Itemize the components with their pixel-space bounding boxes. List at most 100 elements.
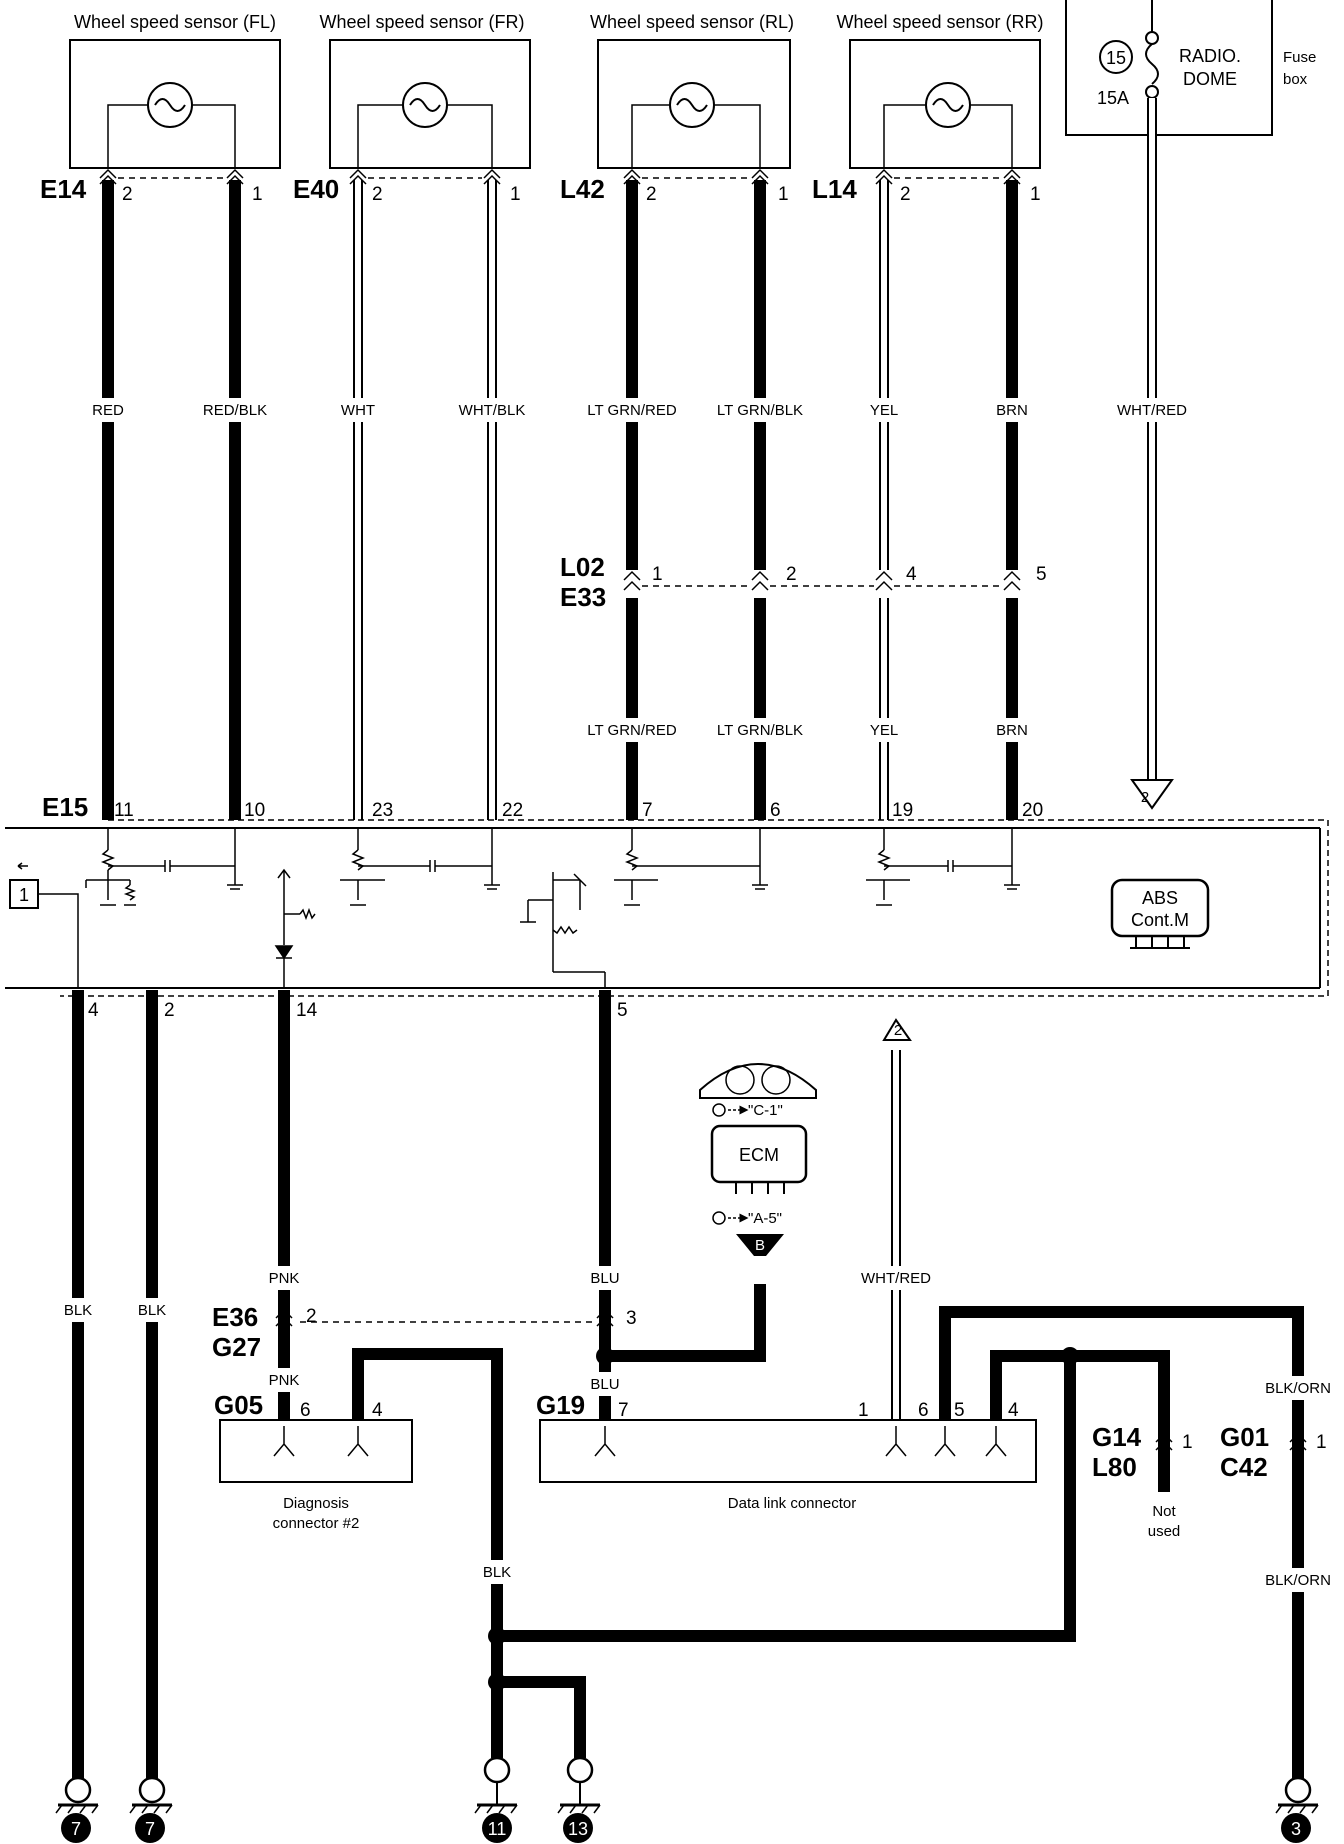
- connector-e36-chevrons: [275, 1308, 1307, 1451]
- pin-label: 4: [1008, 1400, 1019, 1421]
- splice-b: B: [755, 1237, 765, 1254]
- wire-label: BLK/ORN: [1265, 1380, 1331, 1397]
- eye-icon: [712, 1103, 726, 1117]
- sensor-rr: Wheel speed sensor (RR): [836, 12, 1044, 169]
- wire-label: YEL: [870, 722, 898, 739]
- ground-4: 13: [557, 1756, 601, 1843]
- pin-label: 1: [510, 184, 521, 205]
- pin-label: 1: [652, 564, 663, 585]
- connector-l14: L14: [812, 174, 857, 204]
- sensor-fr-title: Wheel speed sensor (FR): [319, 12, 524, 32]
- connector-e14: E14: [40, 174, 87, 204]
- ground-1: 7: [55, 1776, 99, 1843]
- pin-label: 1: [1316, 1432, 1327, 1453]
- connector-g05: G05: [214, 1390, 263, 1420]
- pin-label: 22: [502, 800, 523, 821]
- wire-label: BLK: [483, 1564, 511, 1581]
- connector-e33: E33: [560, 582, 606, 612]
- connector-g19: G19: [536, 1390, 585, 1420]
- pin-label: 1: [1030, 184, 1041, 205]
- abs-label-line1: ABS: [1142, 888, 1178, 908]
- connector-c42: C42: [1220, 1452, 1268, 1482]
- connector-g14: G14: [1092, 1422, 1142, 1452]
- connector-l42: L42: [560, 174, 605, 204]
- wire-color-labels-bottom: BLK BLK PNK BLU WHT/RED PNK BLU BLK BLK/…: [56, 1266, 1336, 1592]
- sensor-rl: Wheel speed sensor (RL): [590, 12, 794, 169]
- pin-label: 5: [617, 1000, 628, 1021]
- wire-label: WHT: [341, 402, 375, 419]
- wire-label: BRN: [996, 722, 1028, 739]
- ground-1-label: 7: [71, 1819, 81, 1839]
- wire-label: WHT/BLK: [459, 402, 526, 419]
- instrument-cluster-icon: [699, 1063, 817, 1099]
- fuse-box-line1: Fuse: [1283, 49, 1316, 66]
- pin-label: 23: [372, 800, 393, 821]
- ref-box-label: 1: [19, 885, 29, 905]
- splice-dot: [1061, 1347, 1079, 1365]
- ref-ecm: "A-5": [748, 1210, 782, 1227]
- sensor-rl-title: Wheel speed sensor (RL): [590, 12, 794, 32]
- pin-label: 2: [122, 184, 133, 205]
- wire-label: BLU: [590, 1376, 619, 1393]
- abs-label-line2: Cont.M: [1131, 910, 1189, 930]
- connector-e40: E40: [293, 174, 339, 204]
- wire-label: LT GRN/RED: [587, 722, 677, 739]
- diagnosis-connector: Diagnosis connector #2: [219, 1419, 413, 1532]
- not-used-line1: Not: [1152, 1503, 1176, 1520]
- wire-label: LT GRN/BLK: [717, 402, 803, 419]
- pin-label: 6: [770, 800, 781, 821]
- ground-5: 3: [1275, 1776, 1319, 1843]
- wire-label: BLK: [64, 1302, 92, 1319]
- fuse-box-line2: box: [1283, 71, 1308, 88]
- wire-label: RED: [92, 402, 124, 419]
- pin-label: 1: [778, 184, 789, 205]
- dlc-label: Data link connector: [728, 1495, 856, 1512]
- sensor-fr: Wheel speed sensor (FR): [319, 12, 531, 169]
- wire-color-labels-top: RED RED/BLK WHT WHT/BLK LT GRN/RED LT GR…: [80, 398, 1196, 422]
- ground-3-label: 11: [488, 1819, 507, 1839]
- pin-label: 2: [306, 1306, 317, 1327]
- sensor-fl: Wheel speed sensor (FL): [69, 12, 281, 169]
- ref-cluster: "C-1": [748, 1102, 783, 1119]
- connector-l80: L80: [1092, 1452, 1137, 1482]
- pin-label: 4: [372, 1400, 383, 1421]
- pin-label: 7: [642, 800, 653, 821]
- lower-wires: [72, 990, 1304, 1800]
- pin-label: 19: [892, 800, 913, 821]
- ground-5-label: 3: [1291, 1819, 1301, 1839]
- ecm-icon: [710, 1124, 808, 1184]
- fuse-number: 15: [1106, 48, 1126, 68]
- ecm-label: ECM: [739, 1145, 779, 1165]
- pin-label: 2: [646, 184, 657, 205]
- wire-label: LT GRN/BLK: [717, 722, 803, 739]
- wire-color-labels-mid: LT GRN/RED LT GRN/BLK YEL BRN: [578, 718, 1038, 742]
- sensor-wires: [102, 98, 1174, 820]
- pin-label: 1: [252, 184, 263, 205]
- pin-label: 1: [858, 1400, 869, 1421]
- wire-label: PNK: [269, 1270, 300, 1287]
- pin-label: 20: [1022, 800, 1043, 821]
- pin-label: 6: [918, 1400, 929, 1421]
- eye-icon: [712, 1211, 726, 1225]
- wire-label: BRN: [996, 402, 1028, 419]
- connector-g27: G27: [212, 1332, 261, 1362]
- connector-l02: L02: [560, 552, 605, 582]
- ground-4-label: 13: [568, 1819, 588, 1839]
- wire-label: RED/BLK: [203, 402, 267, 419]
- pin-label: 14: [296, 1000, 318, 1021]
- ecm-group: "C-1" ECM "A-5" B: [699, 1063, 817, 1256]
- pin-label: 1: [1182, 1432, 1193, 1453]
- splice-dot: [596, 1347, 614, 1365]
- fuse-name-line1: RADIO.: [1179, 46, 1241, 66]
- not-used-line2: used: [1148, 1523, 1181, 1540]
- wire-label: BLU: [590, 1270, 619, 1287]
- splice-dot: [488, 1673, 506, 1691]
- sensor-fl-title: Wheel speed sensor (FL): [74, 12, 276, 32]
- ground-2-label: 7: [145, 1819, 155, 1839]
- arrow-ref-bottom: 2: [894, 1022, 902, 1039]
- abs-module: 1 ABS Cont.M: [5, 819, 1329, 997]
- pin-label: 2: [372, 184, 383, 205]
- fuse-name-line2: DOME: [1183, 69, 1237, 89]
- wire-label: PNK: [269, 1372, 300, 1389]
- ground-2: 7: [129, 1776, 173, 1843]
